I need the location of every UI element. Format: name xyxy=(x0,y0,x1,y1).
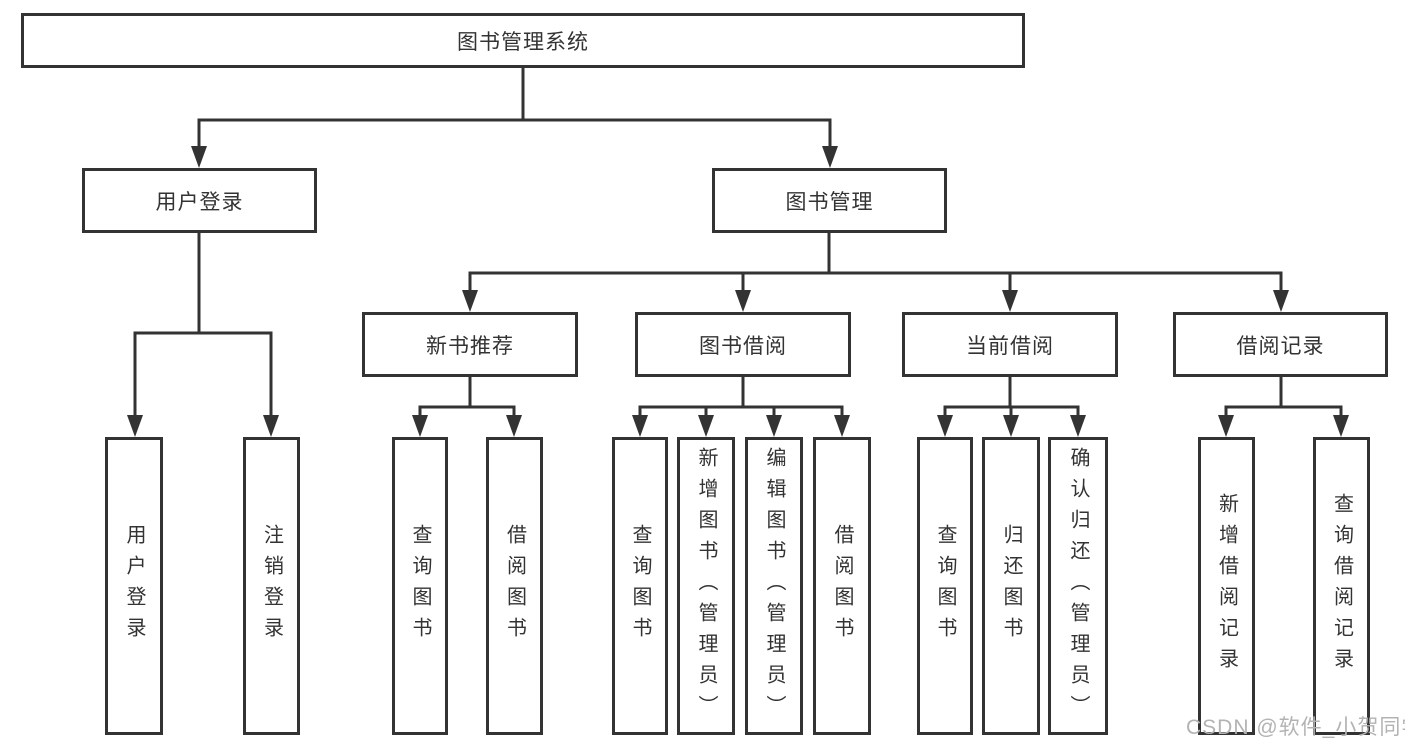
leaf-add-books-admin: 新增图书（管理员） xyxy=(677,437,735,735)
leaf-borrow-books-recommend: 借阅图书 xyxy=(486,437,543,735)
node-current-borrowing: 当前借阅 xyxy=(902,312,1118,377)
node-book-management: 图书管理 xyxy=(712,168,947,233)
arrow-down-icon xyxy=(766,415,782,437)
arrow-down-icon xyxy=(632,415,648,437)
connector-book-management-children xyxy=(468,231,1283,296)
csdn-watermark: CSDN @软件_小贺同学 xyxy=(1186,716,1405,739)
node-book-borrowing: 图书借阅 xyxy=(635,312,851,377)
leaf-label: 归还图书 xyxy=(1000,524,1022,648)
leaf-label: 确认归还（管理员） xyxy=(1067,446,1089,726)
leaf-logout-action: 注销登录 xyxy=(243,437,300,735)
leaf-label: 注销登录 xyxy=(260,524,283,648)
leaf-query-books-current: 查询图书 xyxy=(917,437,973,735)
leaf-label: 借阅图书 xyxy=(503,524,526,648)
connector-root-to-level2 xyxy=(197,66,832,152)
node-new-book-recommend: 新书推荐 xyxy=(362,312,578,377)
arrow-down-icon xyxy=(1002,290,1018,312)
leaf-label: 查询图书 xyxy=(409,524,431,648)
leaf-label: 查询图书 xyxy=(934,524,956,648)
connector-new-book-recommend-children xyxy=(418,375,516,423)
arrow-down-icon xyxy=(263,415,279,437)
leaf-query-books-borrowing: 查询图书 xyxy=(612,437,668,735)
leaf-label: 新增借阅记录 xyxy=(1215,493,1238,679)
leaf-query-borrow-record: 查询借阅记录 xyxy=(1313,437,1370,735)
arrow-down-icon xyxy=(412,415,428,437)
arrow-down-icon xyxy=(1070,415,1086,437)
connector-current-borrowing-children xyxy=(943,375,1080,423)
arrow-down-icon xyxy=(506,415,522,437)
arrow-down-icon xyxy=(834,415,850,437)
arrow-down-icon xyxy=(1333,415,1349,437)
leaf-label: 用户登录 xyxy=(123,524,145,648)
arrow-down-icon xyxy=(191,146,207,168)
arrow-down-icon xyxy=(127,415,143,437)
arrow-down-icon xyxy=(937,415,953,437)
arrowheads xyxy=(127,146,1349,437)
node-root-library-system: 图书管理系统 xyxy=(21,13,1025,68)
connector-user-login-children xyxy=(133,231,273,421)
leaf-return-books: 归还图书 xyxy=(982,437,1040,735)
leaf-query-books-recommend: 查询图书 xyxy=(392,437,448,735)
arrow-down-icon xyxy=(1003,415,1019,437)
leaf-label: 编辑图书（管理员） xyxy=(763,446,785,726)
leaf-confirm-return-admin: 确认归还（管理员） xyxy=(1048,437,1108,735)
arrow-down-icon xyxy=(462,290,478,312)
node-borrowing-records: 借阅记录 xyxy=(1173,312,1388,377)
connector-book-borrowing-children xyxy=(638,375,844,423)
leaf-label: 查询图书 xyxy=(629,524,651,648)
leaf-add-borrow-record: 新增借阅记录 xyxy=(1198,437,1255,735)
arrow-down-icon xyxy=(822,146,838,168)
node-user-login: 用户登录 xyxy=(82,168,317,233)
leaf-label: 新增图书（管理员） xyxy=(695,446,717,726)
leaf-label: 借阅图书 xyxy=(831,524,853,648)
connector-borrowing-records-children xyxy=(1224,375,1343,423)
arrow-down-icon xyxy=(1218,415,1234,437)
leaf-edit-books-admin: 编辑图书（管理员） xyxy=(745,437,803,735)
arrow-down-icon xyxy=(735,290,751,312)
leaf-borrow-books-borrowing: 借阅图书 xyxy=(813,437,871,735)
arrow-down-icon xyxy=(1273,290,1289,312)
leaf-label: 查询借阅记录 xyxy=(1330,493,1353,679)
arrow-down-icon xyxy=(698,415,714,437)
leaf-user-login-action: 用户登录 xyxy=(105,437,163,735)
